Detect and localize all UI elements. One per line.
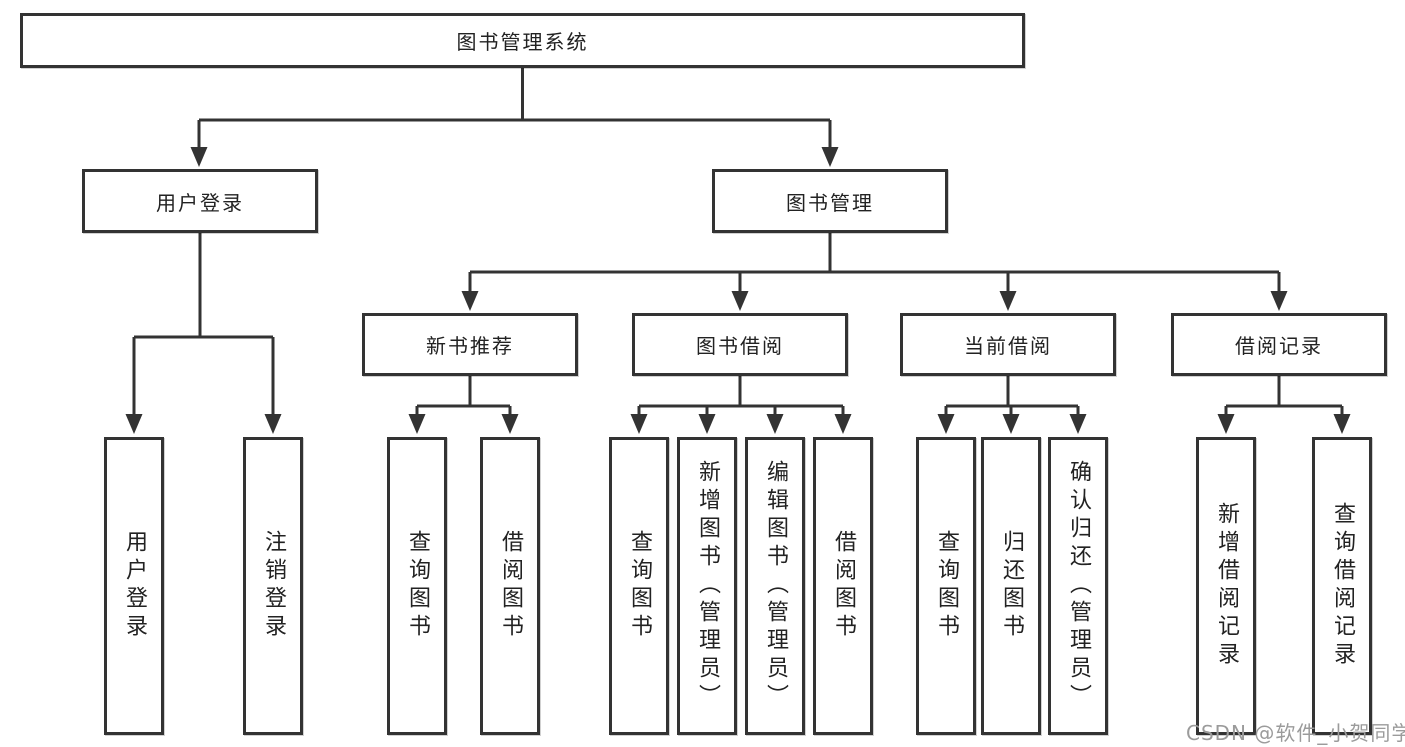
node-borrow-records: 借阅记录: [1171, 313, 1387, 376]
leaf-user-login-label: 用户登录: [122, 530, 147, 642]
leaf-query-books-current-label: 查询图书: [934, 530, 959, 642]
leaf-query-books-borrowing-label: 查询图书: [627, 530, 652, 642]
leaf-query-books-recommend: 查询图书: [387, 437, 447, 735]
node-user-login: 用户登录: [82, 169, 318, 233]
leaf-return-books-label: 归还图书: [999, 530, 1024, 642]
leaf-query-books-borrowing: 查询图书: [609, 437, 669, 735]
leaf-borrow-books-recommend-label: 借阅图书: [498, 530, 523, 642]
leaf-confirm-return-admin: 确认归还（管理员）: [1048, 437, 1108, 735]
leaf-query-books-current: 查询图书: [916, 437, 976, 735]
leaf-borrow-books-borrowing-label: 借阅图书: [831, 530, 856, 642]
node-borrow-records-label: 借阅记录: [1235, 334, 1323, 358]
node-book-borrowing: 图书借阅: [632, 313, 848, 376]
leaf-add-books-admin-label: 新增图书（管理员）: [695, 460, 720, 712]
leaf-confirm-return-admin-label: 确认归还（管理员）: [1066, 460, 1091, 712]
node-root: 图书管理系统: [20, 13, 1025, 68]
leaf-add-books-admin: 新增图书（管理员）: [677, 437, 737, 735]
leaf-logout: 注销登录: [243, 437, 303, 735]
node-user-login-label: 用户登录: [156, 190, 244, 215]
leaf-query-borrow-record-label: 查询借阅记录: [1330, 502, 1355, 670]
leaf-return-books: 归还图书: [981, 437, 1041, 735]
leaf-user-login: 用户登录: [104, 437, 164, 735]
node-current-borrowing-label: 当前借阅: [964, 334, 1052, 358]
leaf-query-borrow-record: 查询借阅记录: [1312, 437, 1372, 735]
leaf-borrow-books-recommend: 借阅图书: [480, 437, 540, 735]
node-current-borrowing: 当前借阅: [900, 313, 1116, 376]
leaf-logout-label: 注销登录: [261, 530, 286, 642]
node-book-management-label: 图书管理: [786, 190, 874, 215]
leaf-borrow-books-borrowing: 借阅图书: [813, 437, 873, 735]
leaf-query-books-recommend-label: 查询图书: [405, 530, 430, 642]
node-book-management: 图书管理: [712, 169, 948, 233]
leaf-edit-books-admin: 编辑图书（管理员）: [745, 437, 805, 735]
node-book-borrowing-label: 图书借阅: [696, 334, 784, 358]
node-new-book-recommend-label: 新书推荐: [426, 334, 514, 358]
leaf-edit-books-admin-label: 编辑图书（管理员）: [763, 460, 788, 712]
node-new-book-recommend: 新书推荐: [362, 313, 578, 376]
node-root-label: 图书管理系统: [456, 30, 589, 54]
leaf-add-borrow-record: 新增借阅记录: [1196, 437, 1256, 735]
leaf-add-borrow-record-label: 新增借阅记录: [1214, 502, 1239, 670]
csdn-watermark: CSDN @软件_小贺同学: [1186, 721, 1405, 745]
